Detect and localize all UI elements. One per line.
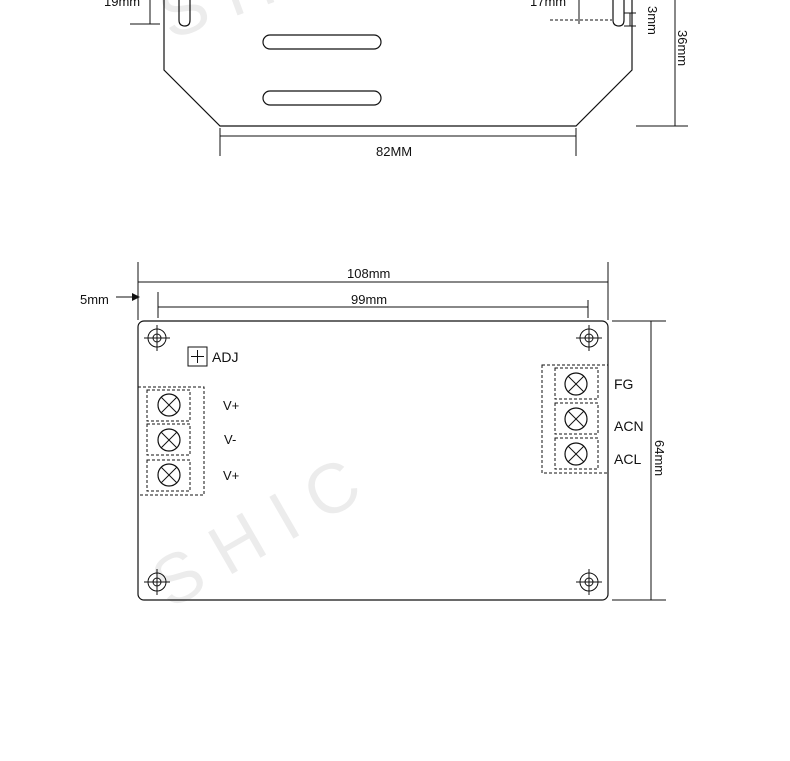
screw-terminal-fg — [564, 372, 588, 396]
screw-terminal-1 — [157, 393, 181, 417]
terminal-label-fg: FG — [614, 376, 633, 392]
screw-terminal-acn — [564, 407, 588, 431]
screw-terminal-2 — [157, 428, 181, 452]
left-tab — [178, 0, 191, 27]
slot-1 — [262, 34, 382, 50]
right-terminal-block — [541, 364, 609, 474]
dim-99mm-label: 99mm — [351, 292, 387, 307]
terminal-label-acn: ACN — [614, 418, 644, 434]
dim-82mm-label: 82MM — [376, 144, 412, 159]
dim-36mm-label: 36mm — [675, 30, 690, 66]
right-tab — [612, 0, 625, 27]
mounting-hole-br — [576, 569, 602, 595]
board-view: 108mm 99mm 5mm 64mm — [80, 262, 667, 601]
screw-terminal-3 — [157, 463, 181, 487]
mounting-hole-tr — [576, 325, 602, 351]
dim-5mm-arrow — [132, 293, 140, 301]
terminal-label-acl: ACL — [614, 451, 641, 467]
terminal-label-vplus-2: V+ — [223, 468, 239, 483]
mounting-hole-bl — [144, 569, 170, 595]
top-view: 19mm 17mm 3mm 36mm 82MM — [104, 0, 690, 159]
dim-19mm-label: 19mm — [104, 0, 140, 9]
dim-5mm-label: 5mm — [80, 292, 109, 307]
terminal-label-vminus: V- — [224, 432, 236, 447]
dim-17mm-label: 17mm — [530, 0, 566, 9]
terminal-label-vplus-1: V+ — [223, 398, 239, 413]
bracket-outline — [163, 0, 633, 127]
mounting-hole-tl — [144, 325, 170, 351]
dim-3mm-label: 3mm — [645, 6, 660, 35]
adj-label: ADJ — [212, 349, 238, 365]
watermark: S H S H I C — [139, 0, 373, 623]
dim-108mm-label: 108mm — [347, 266, 390, 281]
dim-64mm-label: 64mm — [652, 440, 667, 476]
screw-terminal-acl — [564, 442, 588, 466]
slot-2 — [262, 90, 382, 106]
adj-potentiometer — [187, 346, 208, 367]
left-terminal-block — [137, 386, 205, 496]
